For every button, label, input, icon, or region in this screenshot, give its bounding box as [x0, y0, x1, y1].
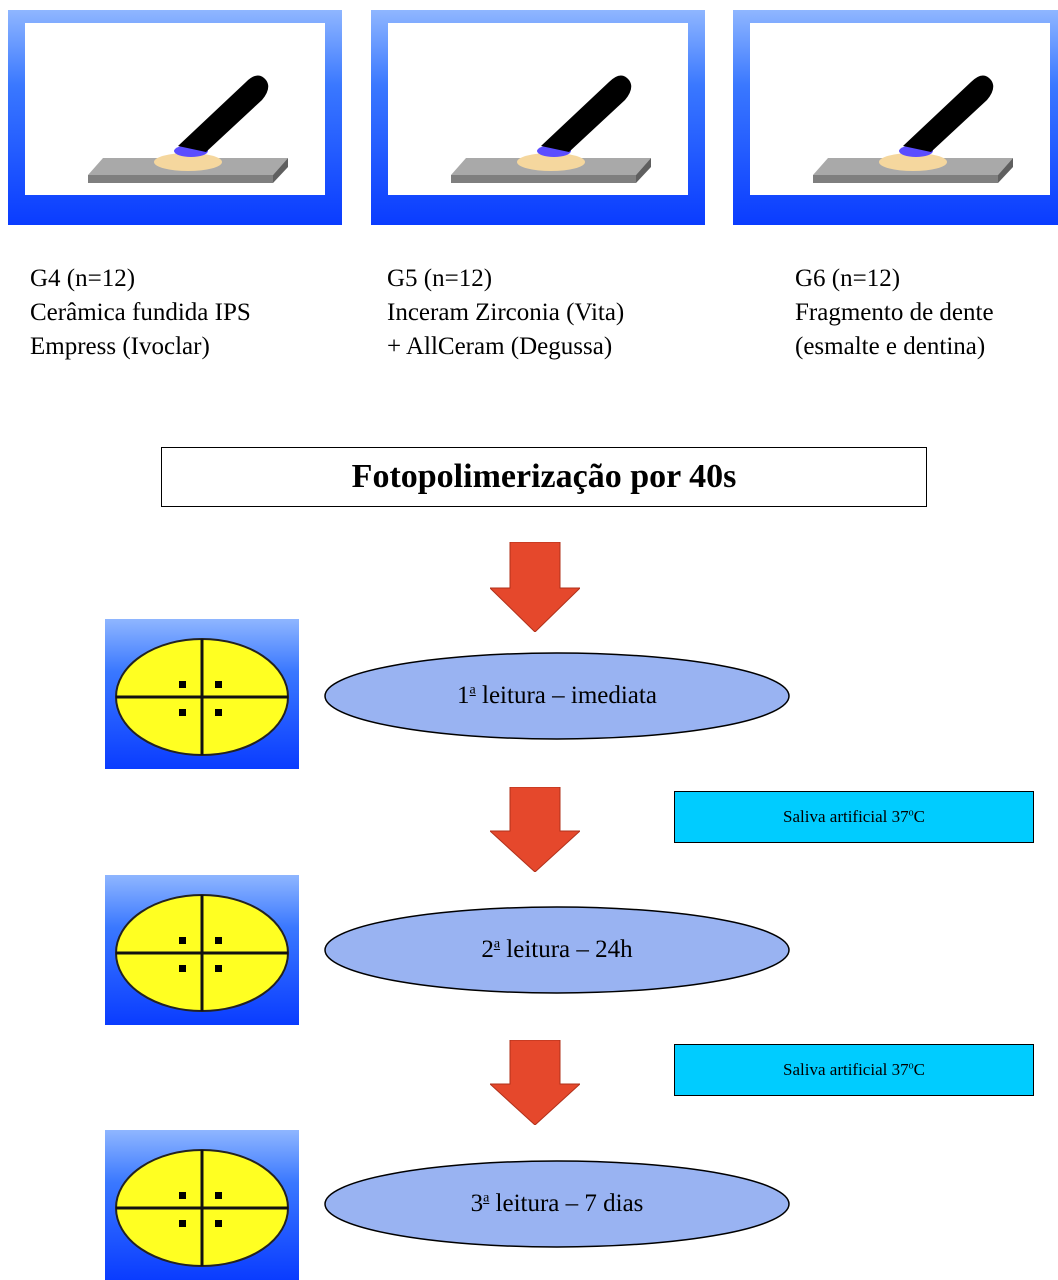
group-id: G6 (n=12)	[795, 265, 901, 292]
flow-arrow-down-icon	[488, 541, 582, 637]
reading-node-1: 1a leitura – imediata	[323, 651, 791, 741]
curing-step-label: Fotopolimerização por 40s	[351, 458, 737, 495]
reading-label: 3a leitura – 7 dias	[470, 1190, 644, 1217]
group-caption-g4: G4 (n=12) Cerâmica fundida IPS Empress (…	[30, 262, 251, 364]
group-material: Cerâmica fundida IPS	[30, 299, 251, 326]
group-caption-g6: G6 (n=12) Fragmento de dente (esmalte e …	[795, 262, 994, 364]
reading-node-2: 2a leitura – 24h	[323, 905, 791, 995]
group-material: Inceram Zirconia (Vita)	[387, 299, 625, 326]
specimen-chip-image	[105, 619, 299, 769]
group-material: Empress (Ivoclar)	[30, 333, 210, 360]
reading-node-3: 3a leitura – 7 dias	[323, 1159, 791, 1249]
specimen-image-g6	[733, 10, 1058, 225]
storage-label: Saliva artificial 37oC	[783, 807, 925, 826]
group-caption-g5: G5 (n=12) Inceram Zirconia (Vita) + AllC…	[387, 262, 624, 364]
group-material: + AllCeram (Degussa)	[387, 333, 613, 360]
group-material: Fragmento de dente	[795, 299, 994, 326]
reading-label: 1a leitura – imediata	[457, 682, 657, 709]
curing-step-box: Fotopolimerização por 40s	[161, 447, 927, 507]
specimen-image-g4	[8, 10, 342, 225]
group-id: G5 (n=12)	[387, 265, 493, 292]
flow-arrow-down-icon	[488, 786, 582, 877]
flow-arrow-down-icon	[488, 1039, 582, 1130]
group-material: (esmalte e dentina)	[795, 333, 986, 360]
storage-condition-box: Saliva artificial 37oC	[674, 1044, 1034, 1096]
specimen-image-g5	[371, 10, 705, 225]
storage-condition-box: Saliva artificial 37oC	[674, 791, 1034, 843]
reading-label: 2a leitura – 24h	[481, 936, 633, 963]
group-id: G4 (n=12)	[30, 265, 136, 292]
storage-label: Saliva artificial 37oC	[783, 1060, 925, 1079]
specimen-chip-image	[105, 1130, 299, 1280]
specimen-chip-image	[105, 875, 299, 1025]
